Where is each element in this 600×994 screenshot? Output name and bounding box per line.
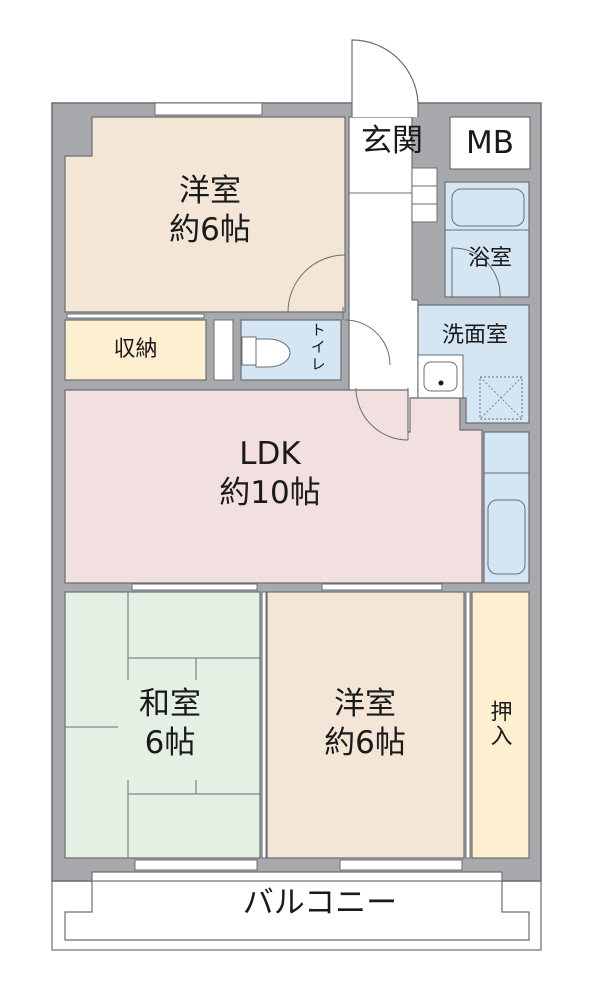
- oshiire: [471, 591, 530, 859]
- windows: [66, 102, 471, 871]
- room-name: 和室: [139, 686, 201, 722]
- western-room-north: [64, 116, 346, 313]
- room-size: 約10帖: [219, 474, 321, 511]
- balcony-label: バルコニー: [242, 885, 398, 921]
- room-name: 洋室: [179, 173, 241, 209]
- japanese-room-label: 和室 6帖: [100, 685, 240, 763]
- washroom-label: 洗面室: [441, 323, 508, 348]
- sink-basin: [423, 361, 458, 392]
- ldk-label: LDK 約10帖: [180, 435, 360, 513]
- washing-machine-space: [479, 376, 523, 420]
- entrance-label: 玄関: [361, 123, 423, 159]
- bathtub: [451, 188, 525, 227]
- meter-box-label: MB: [465, 125, 514, 161]
- toilet-tank: [241, 336, 257, 366]
- balcony-rail: [51, 880, 542, 951]
- western-room-south: [266, 591, 465, 859]
- oshiire-label: 押入: [486, 700, 512, 748]
- bathroom-label: 浴室: [467, 246, 512, 271]
- bathroom-door: [451, 247, 501, 298]
- storage-closet: [64, 319, 207, 381]
- room-size: 約6帖: [169, 211, 251, 248]
- western-room-south-label: 洋室 約6帖: [295, 685, 435, 763]
- western-room-north-label: 洋室 約6帖: [140, 172, 280, 250]
- ldk-door: [355, 387, 409, 441]
- entrance-door: [351, 39, 419, 117]
- toilet-label: トイレ: [308, 322, 327, 373]
- pipe-space: [213, 319, 234, 381]
- japanese-room: [64, 591, 261, 859]
- room-name: 洋室: [334, 686, 396, 722]
- room-size: 約6帖: [324, 724, 406, 761]
- room-size: 6帖: [144, 724, 196, 761]
- balcony: [64, 871, 530, 941]
- room-name: LDK: [239, 436, 301, 472]
- meter-box: [449, 116, 531, 170]
- entrance-hall: [348, 116, 419, 433]
- storage-closet-label: 収納: [113, 337, 158, 362]
- toilet-bowl: [255, 338, 291, 368]
- western-room-north-door: [287, 254, 346, 313]
- kitchen-sink: [487, 499, 526, 575]
- shoe-cabinet: [411, 167, 438, 223]
- tatami-lines: [65, 592, 260, 858]
